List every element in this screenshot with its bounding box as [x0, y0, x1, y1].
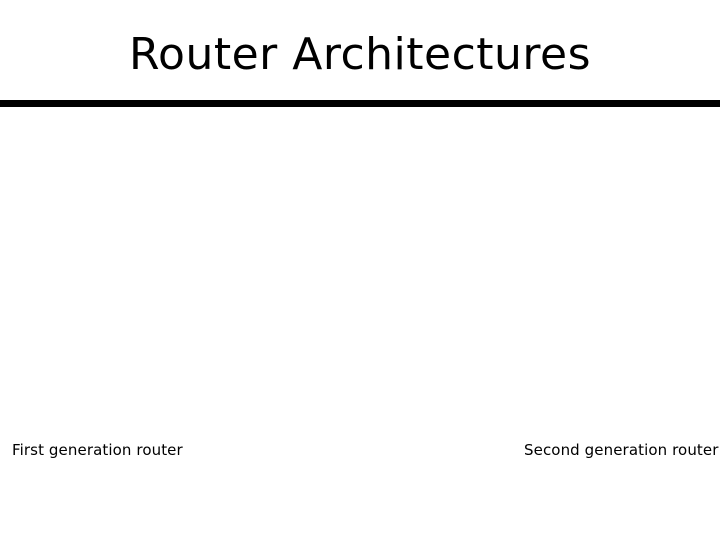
page-title: Router Architectures: [128, 29, 592, 80]
slide-content-area: First generation router Second generatio…: [0, 110, 720, 540]
label-second-generation-router: Second generation router: [524, 441, 719, 459]
title-divider-rule: [0, 100, 720, 107]
label-first-generation-router: First generation router: [12, 441, 183, 459]
